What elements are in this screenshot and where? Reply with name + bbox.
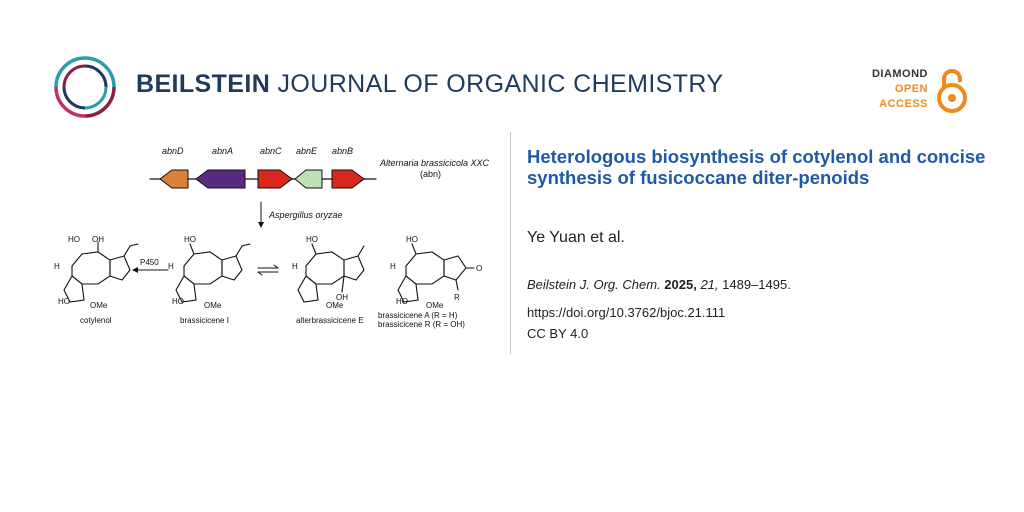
gene-label-abnD: abnD [162, 146, 184, 156]
open-lock-icon [937, 69, 967, 113]
journal-name: BEILSTEIN JOURNAL OF ORGANIC CHEMISTRY [136, 70, 724, 99]
mol1-ho-bottom: HO [58, 297, 70, 306]
gene-arrow-abnA [195, 169, 246, 189]
article-authors: Ye Yuan et al. [527, 229, 625, 246]
badge-line-1: DIAMOND [871, 68, 928, 80]
citation-journal: Beilstein J. Org. Chem. [527, 277, 661, 292]
mol2-ome: OMe [204, 301, 222, 310]
mol1-oh-top: OH [92, 235, 104, 244]
compound-label-cotylenol: cotylenol [80, 316, 112, 325]
molecule-cotylenol [63, 241, 139, 303]
compound-label-brassicicene-I: brassicicene I [180, 316, 229, 325]
mol4-r: R [454, 293, 460, 302]
gene-arrows [159, 169, 365, 189]
citation-pages: 1489–1495. [722, 277, 791, 292]
column-divider [510, 132, 511, 354]
mol2-h: H [168, 262, 174, 271]
license-label: CC BY 4.0 [527, 326, 589, 341]
gene-label-abnB: abnB [332, 146, 353, 156]
graphical-abstract: abnD abnA abnC abnE abnB Alternaria bras… [54, 146, 490, 329]
article-title[interactable]: Heterologous biosynthesis of cotylenol a… [527, 146, 986, 188]
gene-arrow-abnE [294, 169, 323, 189]
gene-label-abnA: abnA [212, 146, 233, 156]
article-citation: Beilstein J. Org. Chem. 2025, 21, 1489–1… [527, 277, 791, 292]
enzyme-label: P450 [140, 258, 159, 267]
mol1-h: H [54, 262, 60, 271]
mol2-ho-top: HO [184, 235, 196, 244]
mol4-h: H [390, 262, 396, 271]
gene-arrow-abnC [257, 169, 293, 189]
gene-label-abnE: abnE [296, 146, 318, 156]
mol3-ho-top: HO [306, 235, 318, 244]
mol4-ho-bottom: HO [396, 297, 408, 306]
mol3-ome: OMe [326, 301, 344, 310]
mol2-ho-bottom: HO [172, 297, 184, 306]
doi-link[interactable]: https://doi.org/10.3762/bjoc.21.111 [527, 305, 726, 320]
mol3-oh: OH [336, 293, 348, 302]
mol4-ketone-o: O [476, 264, 482, 273]
mol1-ho-top: HO [68, 235, 80, 244]
molecule-brassicicene-I [175, 243, 251, 303]
mol4-ome: OMe [426, 301, 444, 310]
organism-cluster-label: (abn) [420, 169, 441, 179]
molecule-brassicicene-A-R [397, 243, 475, 303]
journal-name-bold: BEILSTEIN [136, 70, 271, 98]
journal-logo-icon [54, 56, 116, 118]
mol3-h: H [292, 262, 298, 271]
mol1-ome: OMe [90, 301, 108, 310]
mol4-ho-top: HO [406, 235, 418, 244]
diamond-open-access-badge: DIAMOND OPEN ACCESS [860, 66, 972, 114]
badge-line-3: ACCESS [879, 98, 928, 110]
badge-line-2: OPEN [894, 83, 928, 95]
gene-arrow-abnD [159, 169, 189, 189]
gene-arrow-abnB [331, 169, 365, 189]
compound-label-alterbrassicicene-E: alterbrassicicene E [296, 316, 364, 325]
citation-volume: 21, [700, 277, 719, 292]
journal-name-rest: JOURNAL OF ORGANIC CHEMISTRY [277, 70, 724, 98]
organism-label: Alternaria brassicicola XXC [379, 158, 490, 168]
citation-year: 2025, [664, 277, 697, 292]
compound-label-brassicicene-A: brassicicene A (R = H) [378, 311, 458, 320]
compound-label-brassicicene-R: brassicicene R (R = OH) [378, 320, 465, 329]
host-organism-label: Aspergillus oryzae [268, 210, 343, 220]
gene-label-abnC: abnC [260, 146, 282, 156]
molecule-alterbrassicicene-E [297, 243, 365, 303]
